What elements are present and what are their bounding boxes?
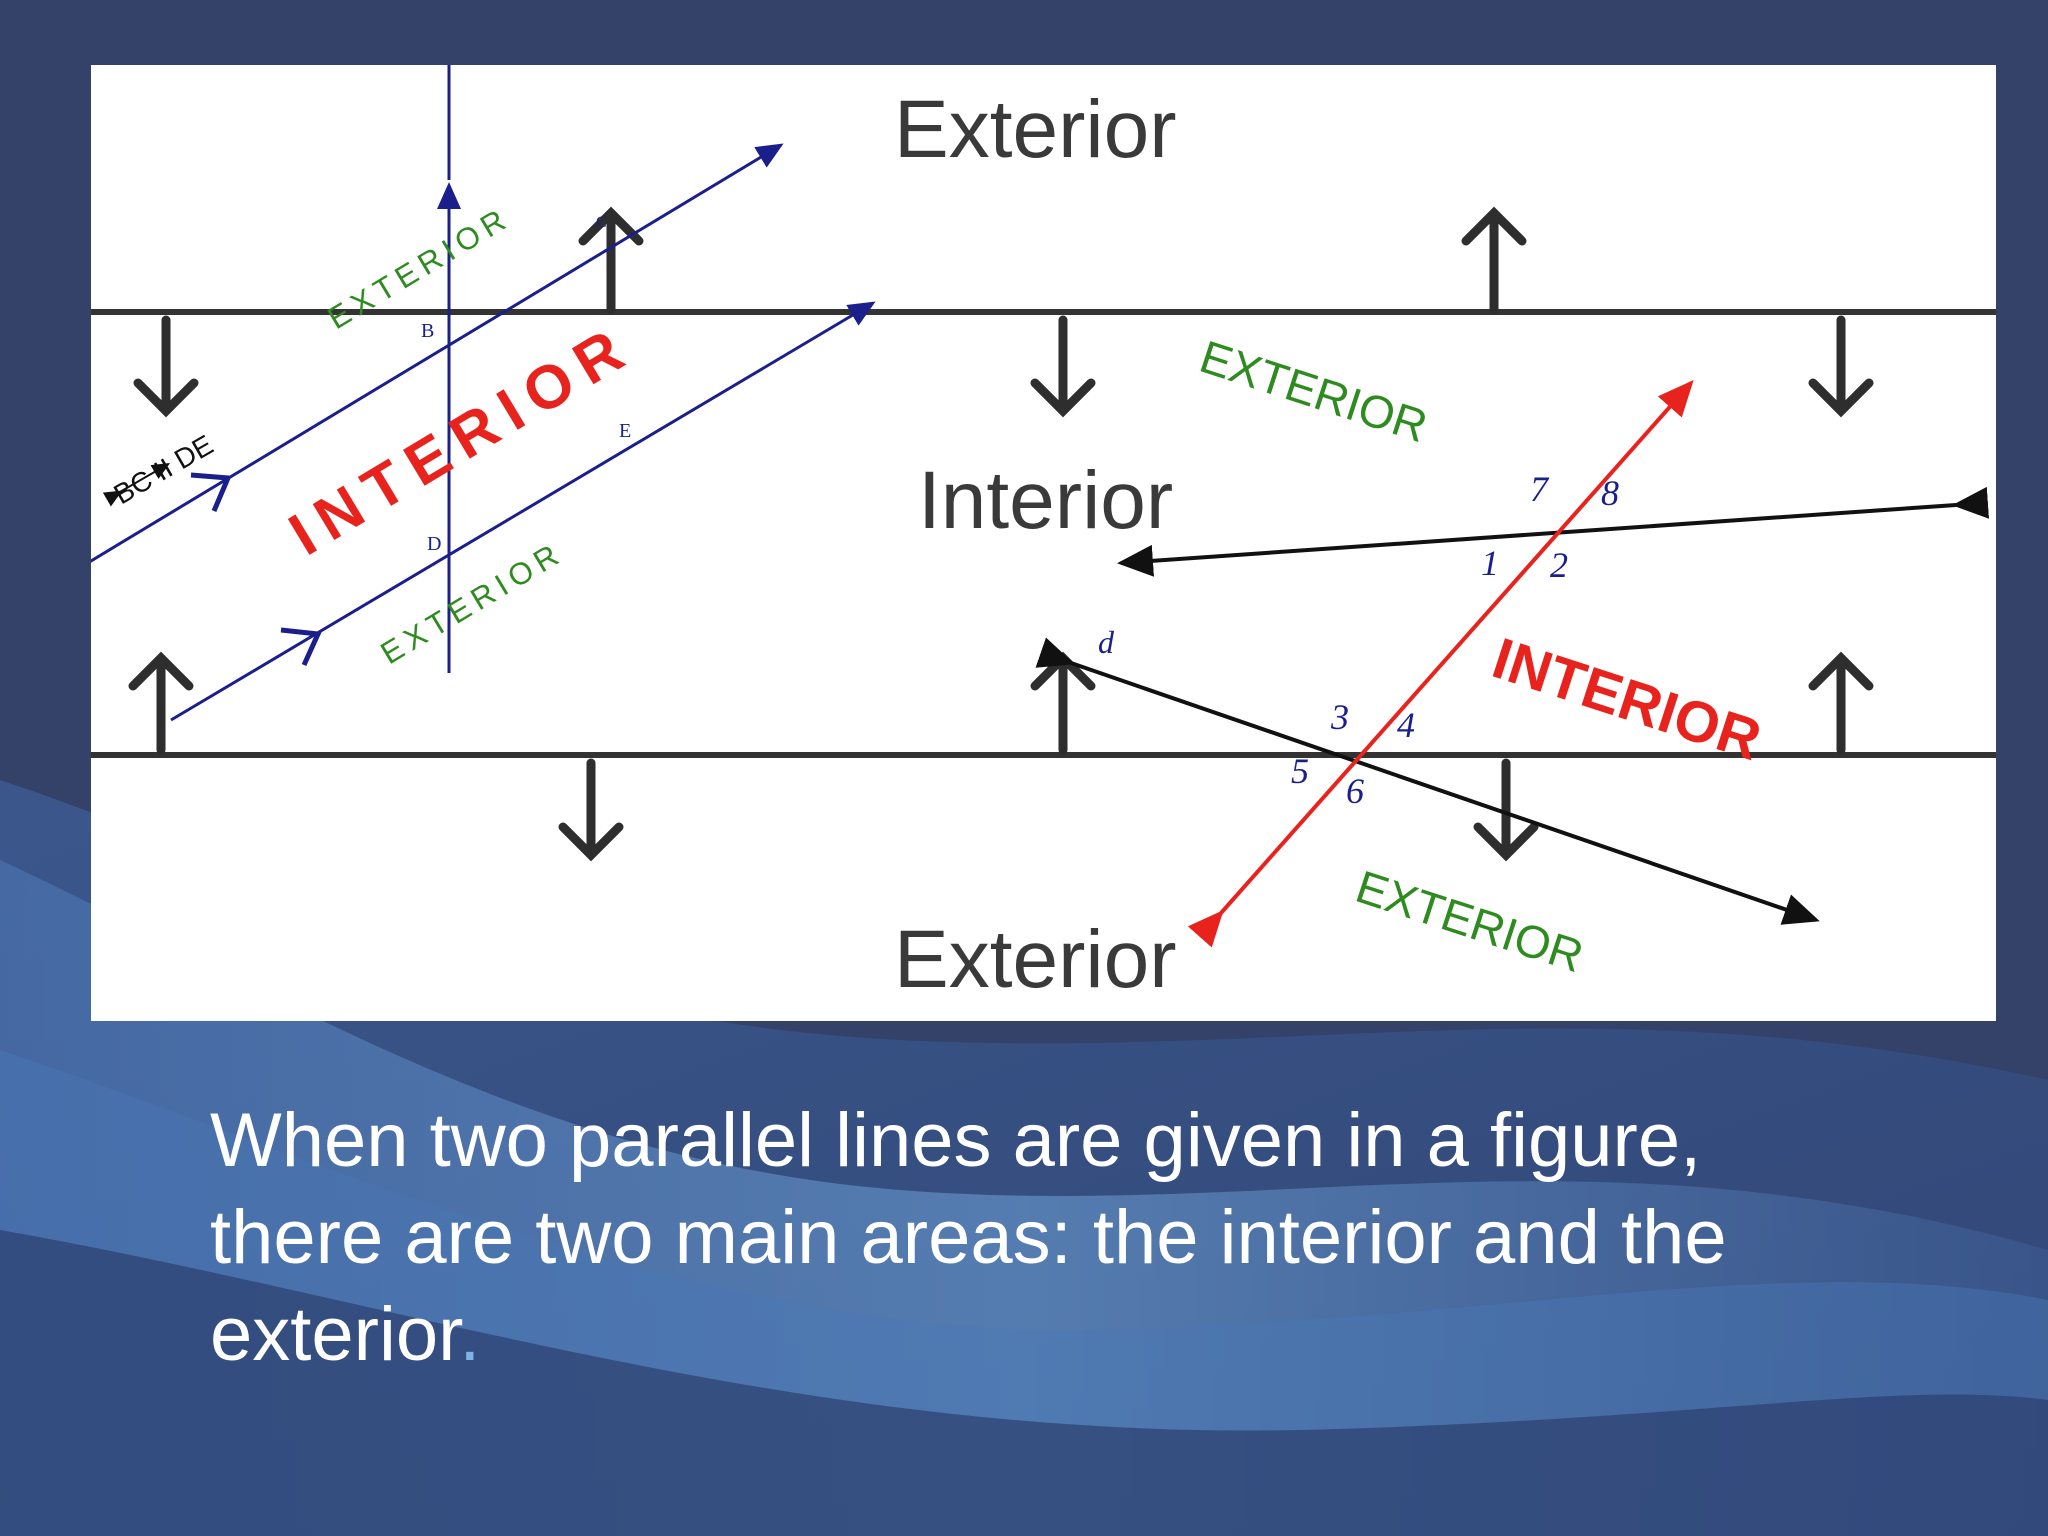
angle-6-label: 6	[1346, 771, 1364, 811]
interior-middle-label: Interior	[918, 455, 1173, 546]
right-exterior-top-label: EXTERIOR	[1194, 330, 1434, 452]
parallel-note-overline-bc	[102, 463, 171, 507]
left-figure: B C D E EXTERIOR INTERIOR EXTERIOR BC II…	[91, 65, 876, 722]
line-de	[170, 301, 876, 722]
angle-5-label: 5	[1291, 751, 1309, 791]
point-b-label: B	[421, 320, 434, 342]
slide-caption-end: .	[459, 1292, 481, 1377]
point-c-label: C	[596, 214, 607, 231]
point-e-label: E	[619, 420, 631, 442]
parallel-mark-de	[280, 627, 322, 667]
diagram-svg: Exterior Interior Exterior B C D E EXTER…	[91, 65, 1996, 1005]
left-interior-label: INTERIOR	[278, 310, 645, 568]
angle-3-label: 3	[1330, 697, 1349, 737]
point-d-label: D	[427, 533, 441, 555]
angle-2-label: 2	[1550, 545, 1568, 585]
right-exterior-bottom-label: EXTERIOR	[1350, 860, 1590, 982]
exterior-bottom-label: Exterior	[894, 914, 1177, 1005]
exterior-top-label: Exterior	[894, 84, 1177, 175]
angle-1-label: 1	[1481, 543, 1499, 583]
slide-caption-text: When two parallel lines are given in a f…	[210, 1098, 1727, 1377]
red-transversal	[1187, 380, 1694, 948]
left-exterior-bottom-label: EXTERIOR	[375, 535, 570, 671]
angle-8-label: 8	[1601, 473, 1619, 513]
parallel-mark-bc	[190, 472, 232, 512]
angle-7-label: 7	[1530, 469, 1550, 509]
angle-4-label: 4	[1397, 705, 1415, 745]
slide-caption: When two parallel lines are given in a f…	[210, 1092, 1850, 1383]
parallel-note-label: BC II DE	[109, 429, 219, 510]
right-figure: EXTERIOR INTERIOR EXTERIOR d 1 2 3 4 5 6…	[1035, 330, 1990, 982]
line-bc	[91, 143, 784, 563]
right-interior-label: INTERIOR	[1485, 626, 1769, 773]
parallel-lines-diagram: Exterior Interior Exterior B C D E EXTER…	[91, 65, 1996, 1021]
left-exterior-top-label: EXTERIOR	[322, 200, 517, 336]
line-d-label: d	[1098, 624, 1115, 660]
